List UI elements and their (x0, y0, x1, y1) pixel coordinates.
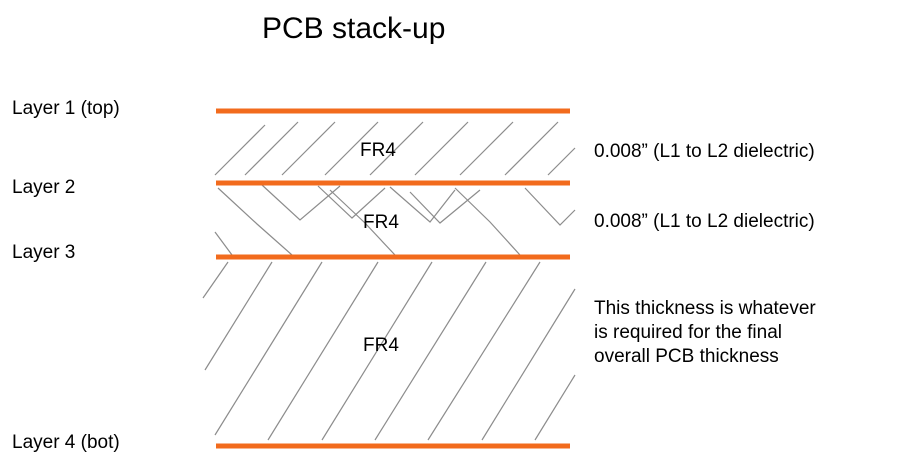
layer-4-label: Layer 4 (bot) (12, 432, 120, 453)
dielectric-2-material: FR4 (363, 212, 399, 233)
dielectric-2-note: 0.008” (L1 to L2 dielectric) (594, 211, 815, 232)
dielectric-3-material: FR4 (363, 335, 399, 356)
dielectric-1-note: 0.008” (L1 to L2 dielectric) (594, 141, 815, 162)
dielectric-3-note-line: overall PCB thickness (594, 346, 779, 367)
dielectric-3-hatch (202, 261, 576, 441)
layer-3-label: Layer 3 (12, 242, 76, 263)
diagram-title: PCB stack-up (262, 12, 446, 45)
copper-layers (216, 108, 570, 449)
dielectric-3-note: This thickness is whatever is required f… (594, 297, 816, 369)
dielectric-1-material: FR4 (360, 140, 396, 161)
dielectric-3-note-line: This thickness is whatever (594, 298, 816, 319)
dielectric-2-hatch (214, 184, 576, 256)
dielectric-1-hatch (214, 121, 576, 176)
dielectric-3-note-line: is required for the final (594, 322, 782, 343)
layer-2-label: Layer 2 (12, 177, 76, 198)
layer-1-label: Layer 1 (top) (12, 98, 120, 119)
